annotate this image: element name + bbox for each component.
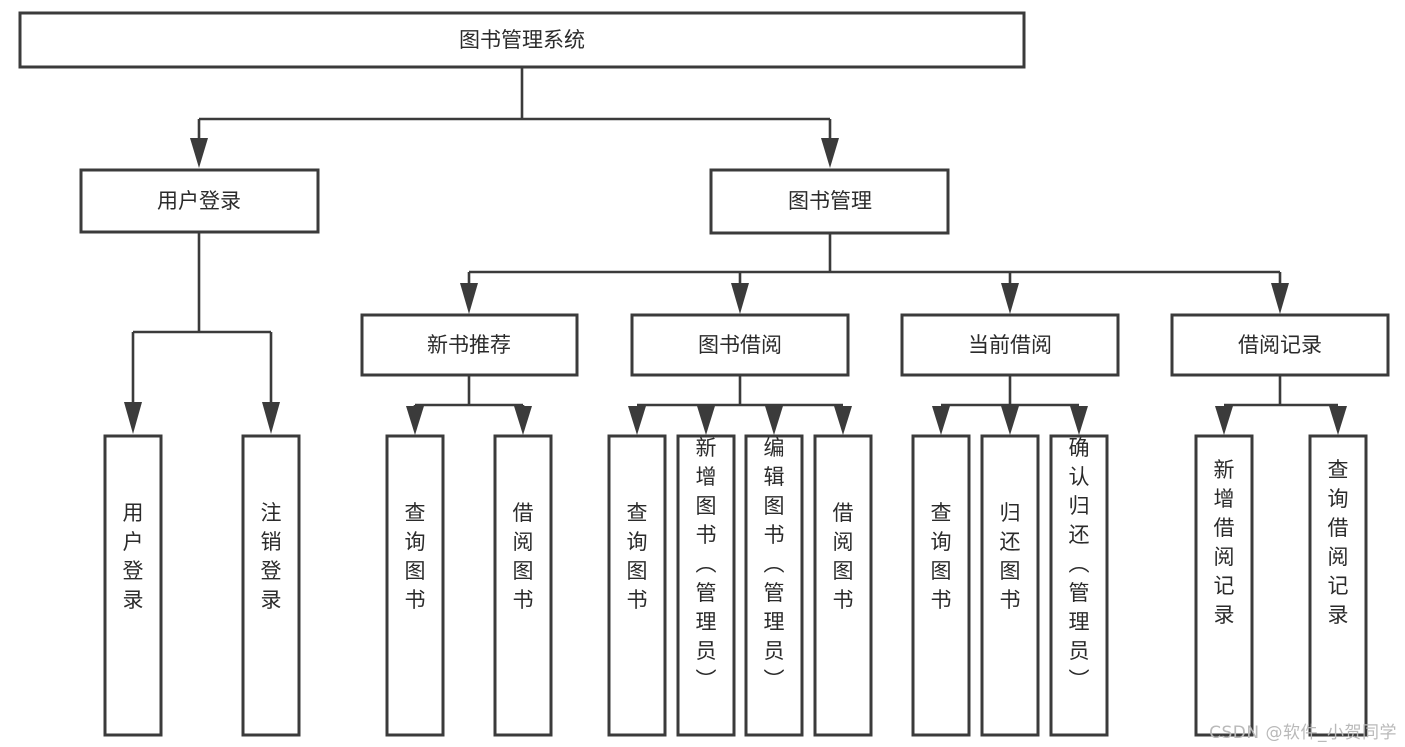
node-new-book-recommend[interactable]: 新书推荐	[360, 313, 579, 377]
node-book-management-box[interactable]	[709, 168, 950, 235]
leaf-current-borrow-confirm-label: 确认归还︵管理员︶	[1069, 436, 1090, 692]
leaf-book-borrow-add-label: 新增图书︵管理员︶	[696, 436, 717, 692]
leaf-book-borrow-edit[interactable]: 编辑图书︵管理员︶	[744, 434, 804, 737]
leaf-current-borrow-return[interactable]: 归还图书	[980, 434, 1040, 737]
leaf-book-borrow-add-box[interactable]	[676, 434, 736, 737]
leaf-new-book-borrow-label: 借阅图书	[513, 501, 534, 612]
leaf-book-borrow-borrow-label: 借阅图书	[833, 501, 854, 612]
node-borrow-record[interactable]: 借阅记录	[1170, 313, 1390, 377]
arrow-level3-2	[1001, 283, 1019, 314]
leaf-borrow-record-query-label: 查询借阅记录	[1328, 458, 1349, 627]
leaf-current-borrow-confirm-box[interactable]	[1049, 434, 1109, 737]
node-current-borrow-box[interactable]	[900, 313, 1120, 377]
arrow-level2-1	[821, 138, 839, 168]
arrow-bookborrow-1	[697, 406, 715, 435]
arrow-bookborrow-3	[834, 406, 852, 435]
leaf-user-login-login[interactable]: 用户登录	[103, 434, 163, 737]
leaf-borrow-record-add-label: 新增借阅记录	[1214, 458, 1235, 627]
leaf-current-borrow-query[interactable]: 查询图书	[911, 434, 971, 737]
node-user-login-label: 用户登录	[157, 189, 241, 213]
node-book-borrow-box[interactable]	[630, 313, 850, 377]
csdn-watermark: CSDN @软件_小贺同学	[1209, 723, 1397, 743]
leaf-borrow-record-query-box[interactable]	[1308, 434, 1368, 737]
node-borrow-record-box[interactable]	[1170, 313, 1390, 377]
leaf-book-borrow-edit-box[interactable]	[744, 434, 804, 737]
leaf-new-book-query[interactable]: 查询图书	[385, 434, 445, 737]
arrow-level3-0	[460, 283, 478, 314]
node-borrow-record-label: 借阅记录	[1238, 333, 1322, 357]
leaf-current-borrow-confirm[interactable]: 确认归还︵管理员︶	[1049, 434, 1109, 737]
leaf-current-borrow-query-box[interactable]	[911, 434, 971, 737]
leaf-current-borrow-return-label: 归还图书	[1000, 501, 1021, 612]
leaf-borrow-record-query[interactable]: 查询借阅记录	[1308, 434, 1368, 737]
leaf-new-book-borrow-box[interactable]	[493, 434, 553, 737]
node-current-borrow-label: 当前借阅	[968, 333, 1052, 357]
leaf-borrow-record-add[interactable]: 新增借阅记录	[1194, 434, 1254, 737]
arrow-borrowrecord-0	[1215, 406, 1233, 435]
edges-layer	[124, 67, 1347, 435]
arrow-bookborrow-2	[765, 406, 783, 435]
arrow-currentborrow-0	[932, 406, 950, 435]
leaf-book-borrow-add[interactable]: 新增图书︵管理员︶	[676, 434, 736, 737]
leaf-user-login-logout-box[interactable]	[241, 434, 301, 737]
arrow-bookborrow-0	[628, 406, 646, 435]
arrow-currentborrow-2	[1070, 406, 1088, 435]
leaf-current-borrow-return-box[interactable]	[980, 434, 1040, 737]
node-user-login[interactable]: 用户登录	[79, 168, 320, 234]
node-book-borrow[interactable]: 图书借阅	[630, 313, 850, 377]
leaf-book-borrow-borrow[interactable]: 借阅图书	[813, 434, 873, 737]
leaf-new-book-query-label: 查询图书	[405, 501, 426, 612]
leaf-book-borrow-query-label: 查询图书	[627, 501, 648, 612]
node-new-book-recommend-box[interactable]	[360, 313, 579, 377]
leaf-user-login-login-box[interactable]	[103, 434, 163, 737]
node-book-management-label: 图书管理	[788, 189, 872, 213]
arrow-level3-1	[731, 283, 749, 314]
node-root-box[interactable]	[18, 11, 1026, 69]
arrow-userlogin-0	[124, 402, 142, 434]
arrow-currentborrow-1	[1001, 406, 1019, 435]
arrow-level2-0	[190, 138, 208, 168]
node-book-borrow-label: 图书借阅	[698, 333, 782, 357]
node-root[interactable]: 图书管理系统	[18, 11, 1026, 69]
leaf-user-login-logout-label: 注销登录	[261, 501, 282, 612]
leaf-borrow-record-add-box[interactable]	[1194, 434, 1254, 737]
leaf-new-book-query-box[interactable]	[385, 434, 445, 737]
node-current-borrow[interactable]: 当前借阅	[900, 313, 1120, 377]
node-root-label: 图书管理系统	[459, 28, 585, 52]
leaf-book-borrow-query-box[interactable]	[607, 434, 667, 737]
arrow-newbook-1	[514, 406, 532, 435]
node-new-book-recommend-label: 新书推荐	[427, 333, 511, 357]
node-user-login-box[interactable]	[79, 168, 320, 234]
arrow-borrowrecord-1	[1329, 406, 1347, 435]
arrow-level3-3	[1271, 283, 1289, 314]
arrow-userlogin-1	[262, 402, 280, 434]
leaf-user-login-logout[interactable]: 注销登录	[241, 434, 301, 737]
leaf-book-borrow-edit-label: 编辑图书︵管理员︶	[764, 436, 785, 692]
leaf-new-book-borrow[interactable]: 借阅图书	[493, 434, 553, 737]
leaf-book-borrow-query[interactable]: 查询图书	[607, 434, 667, 737]
leaf-user-login-login-label: 用户登录	[123, 501, 144, 612]
arrow-newbook-0	[406, 406, 424, 435]
node-book-management[interactable]: 图书管理	[709, 168, 950, 235]
leaf-book-borrow-borrow-box[interactable]	[813, 434, 873, 737]
leaf-current-borrow-query-label: 查询图书	[931, 501, 952, 612]
